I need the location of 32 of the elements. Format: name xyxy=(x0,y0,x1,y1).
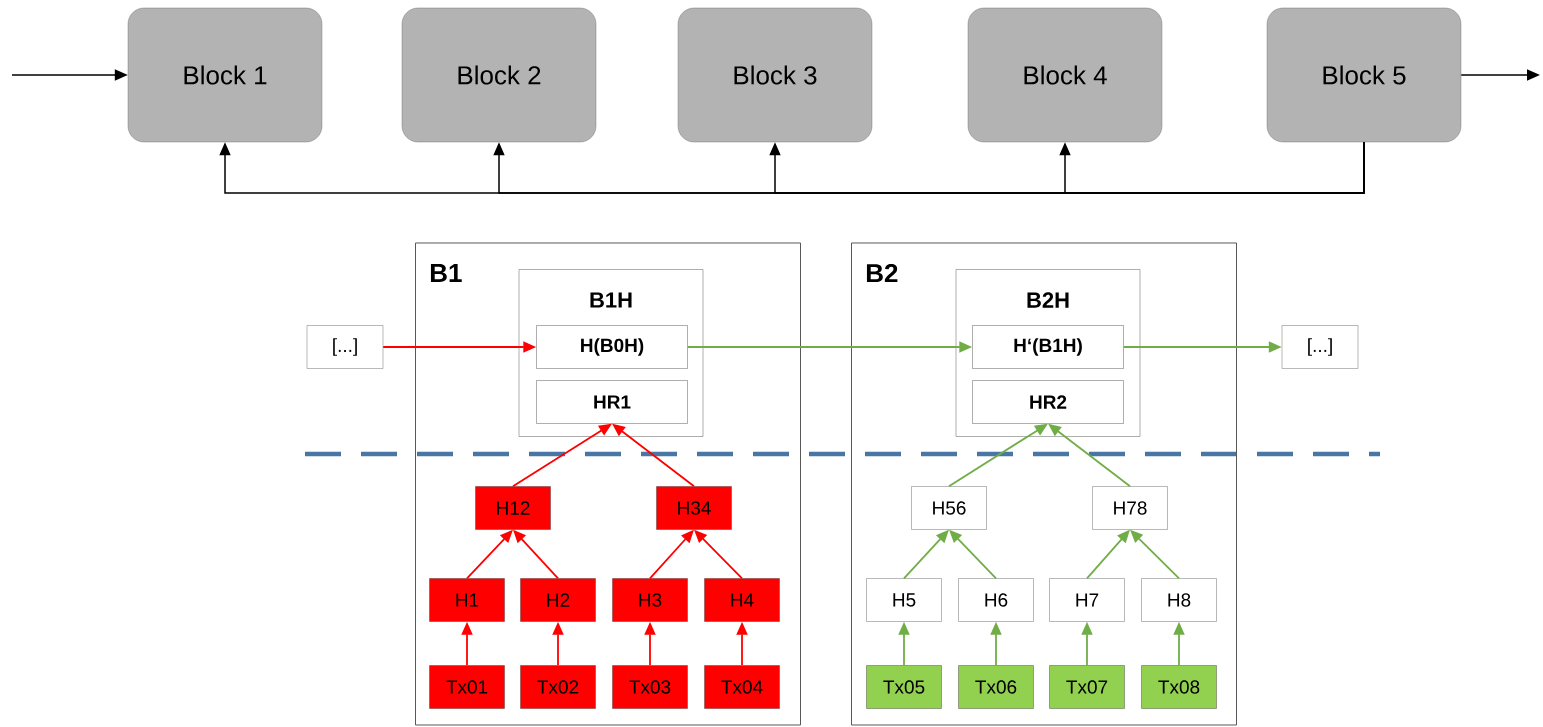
arrow xyxy=(219,141,1365,194)
hash-box: H1 xyxy=(429,578,505,622)
hash-box: Tx03 xyxy=(612,665,688,709)
block-box: Block 2 xyxy=(401,7,597,143)
hash-box: [...] xyxy=(306,325,384,369)
hash-box: Tx04 xyxy=(704,665,780,709)
transaction-box: Tx05 xyxy=(866,665,942,709)
block-box: Block 5 xyxy=(1266,7,1462,143)
hash-box: H5 xyxy=(866,578,942,622)
block-box: Block 3 xyxy=(677,7,873,143)
hash-box: H12 xyxy=(475,486,551,530)
hash-box: H4 xyxy=(704,578,780,622)
transaction-box: Tx07 xyxy=(1049,665,1125,709)
hash-box: H56 xyxy=(911,486,987,530)
hash-field: H(B0H) xyxy=(536,325,688,369)
hash-box: [...] xyxy=(1281,325,1359,369)
hash-box: H34 xyxy=(656,486,732,530)
hash-box: H7 xyxy=(1049,578,1125,622)
hash-field: H‘(B1H) xyxy=(972,325,1124,369)
block-box: Block 4 xyxy=(967,7,1163,143)
hash-field: HR2 xyxy=(972,380,1124,424)
hash-box: Tx02 xyxy=(520,665,596,709)
hash-box: H6 xyxy=(958,578,1034,622)
transaction-box: Tx06 xyxy=(958,665,1034,709)
hash-box: H8 xyxy=(1141,578,1217,622)
hash-field: HR1 xyxy=(536,380,688,424)
block-box: Block 1 xyxy=(127,7,323,143)
transaction-box: Tx08 xyxy=(1141,665,1217,709)
hash-box: H2 xyxy=(520,578,596,622)
hash-box: Tx01 xyxy=(429,665,505,709)
hash-box: H78 xyxy=(1092,486,1168,530)
hash-box: H3 xyxy=(612,578,688,622)
